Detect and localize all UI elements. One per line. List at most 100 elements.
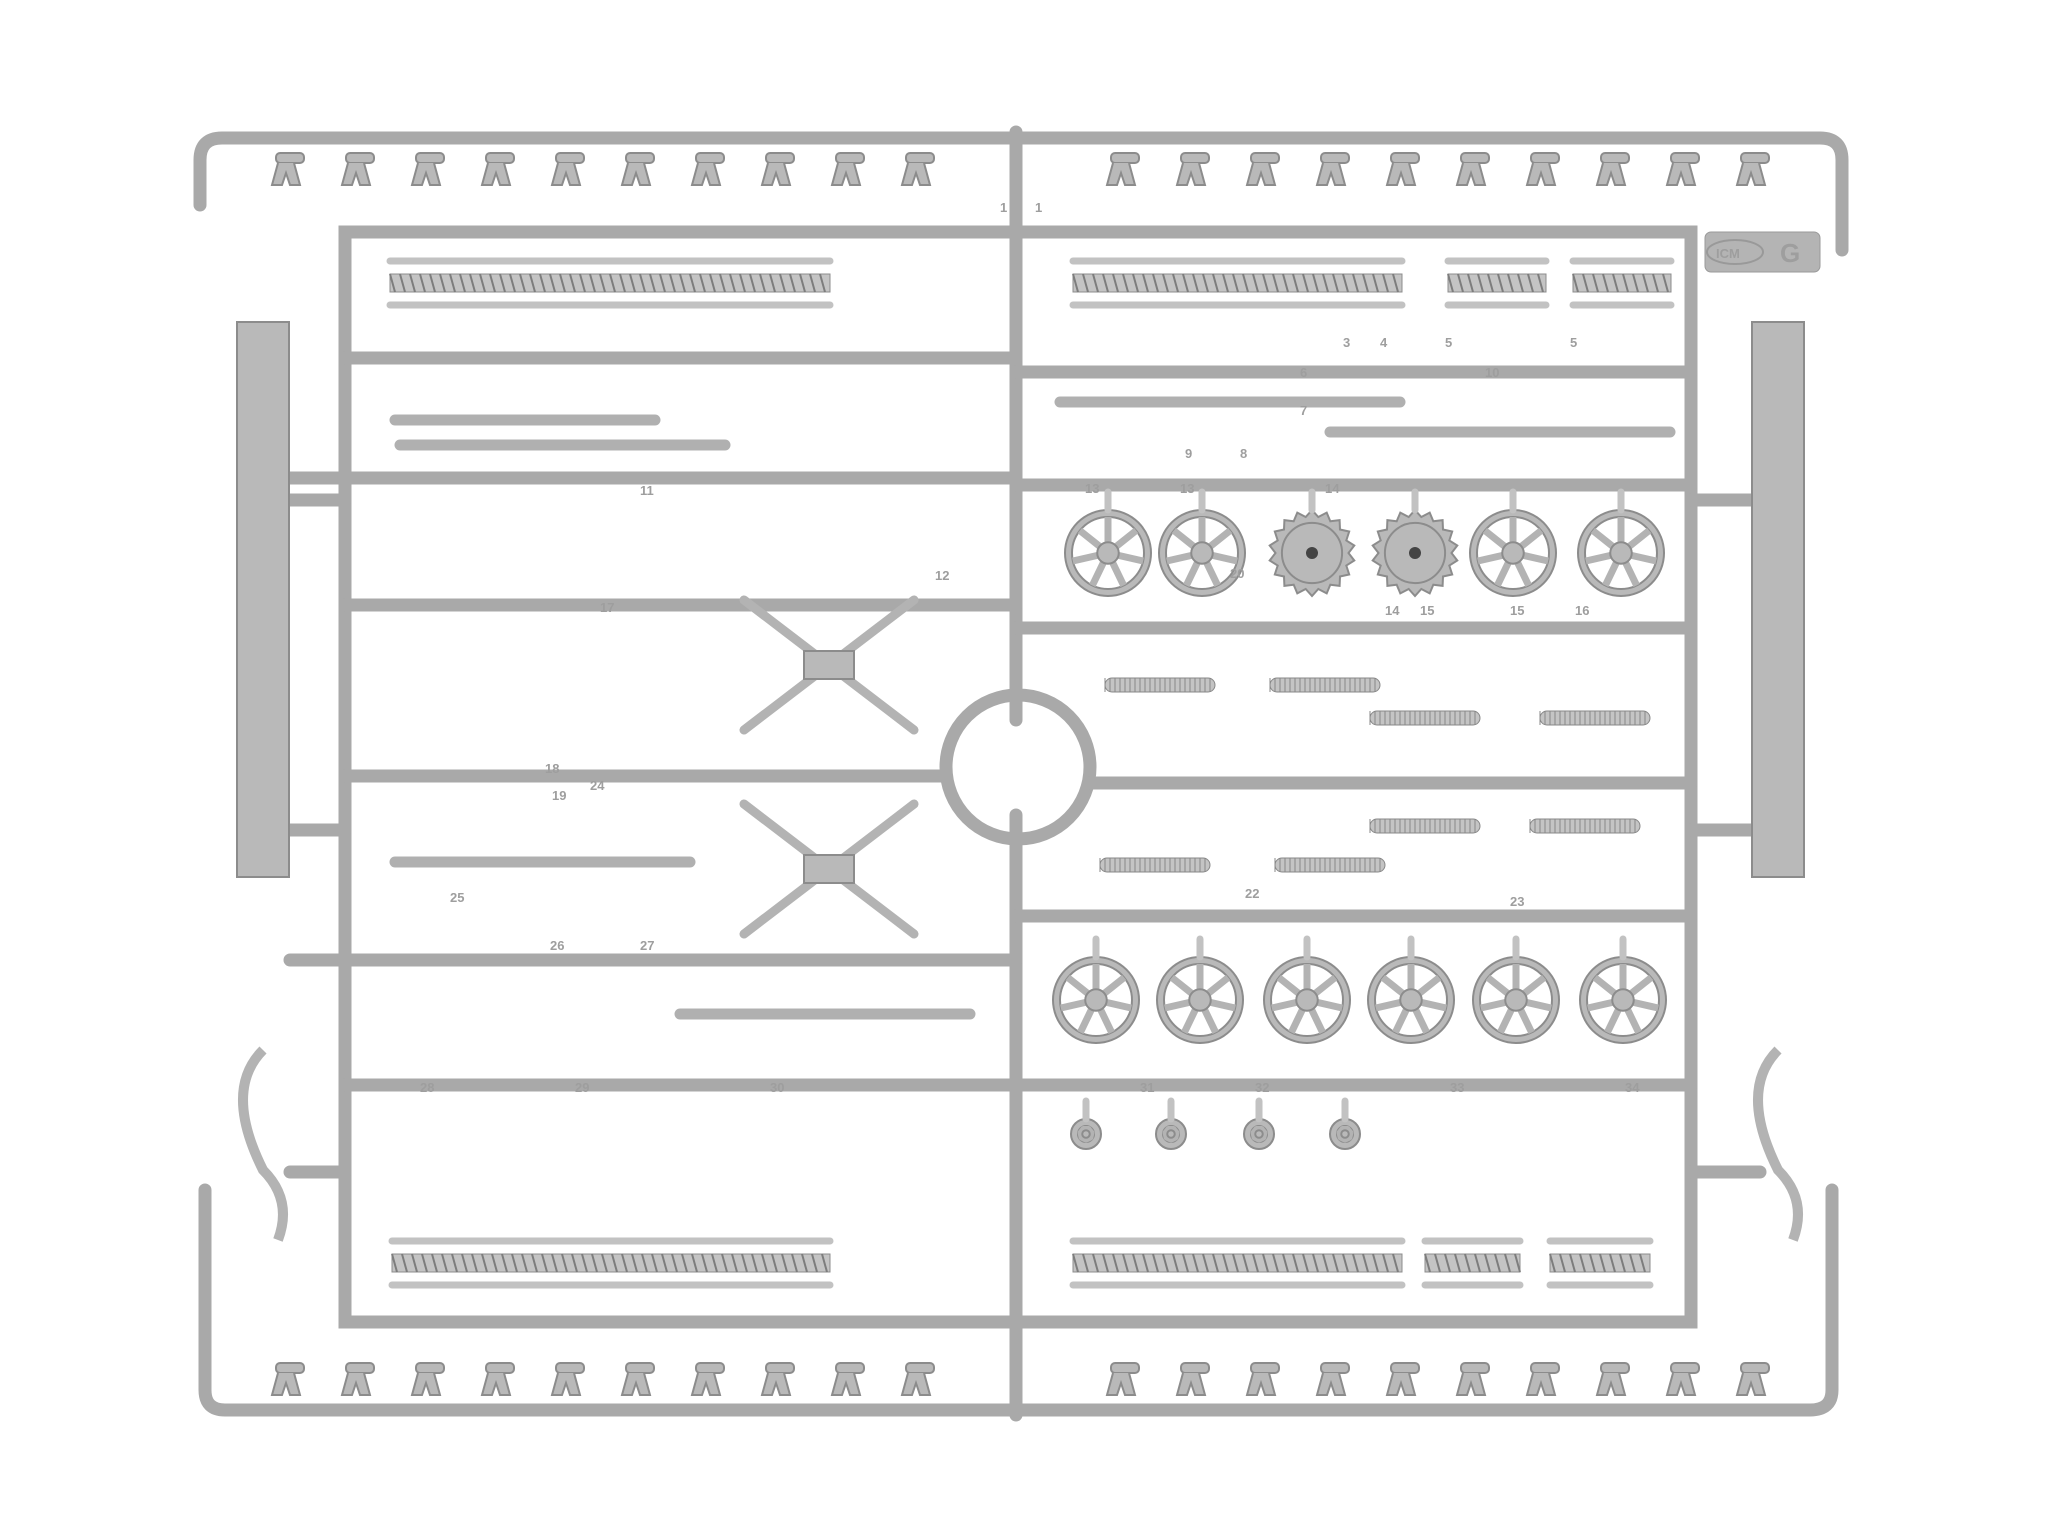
track-guide-part	[1665, 152, 1700, 186]
wheel-hub	[1611, 988, 1635, 1012]
track-link	[739, 273, 746, 293]
guide-bar	[485, 152, 515, 164]
track-link	[459, 273, 466, 293]
road-wheel	[1155, 1097, 1187, 1150]
guide-bar	[1460, 152, 1490, 164]
track-link	[1352, 1253, 1359, 1273]
guide-bar	[905, 152, 935, 164]
track-link	[761, 1253, 768, 1273]
suspension-spring	[1269, 677, 1381, 693]
track-link	[719, 273, 726, 293]
track-link-strip	[1569, 257, 1675, 309]
rail-body	[1751, 321, 1805, 878]
track-link	[449, 273, 456, 293]
track-link	[669, 273, 676, 293]
guide-bar	[1390, 1362, 1420, 1374]
part-number-label: 4	[1380, 335, 1388, 350]
road-wheel	[1052, 935, 1140, 1044]
suspension-spring	[1099, 857, 1211, 873]
road-wheel	[1156, 935, 1244, 1044]
part-number-label: 20	[1230, 566, 1244, 581]
track-link	[1222, 273, 1229, 293]
track-link	[791, 1253, 798, 1273]
track-link	[1454, 1253, 1461, 1273]
track-link	[451, 1253, 458, 1273]
track-link	[681, 1253, 688, 1273]
track-link	[559, 273, 566, 293]
guide-bar	[1180, 152, 1210, 164]
track-guide-part	[1455, 152, 1490, 186]
guide-horn	[1315, 1372, 1347, 1396]
track-link	[529, 273, 536, 293]
part-number-label: 23	[1510, 894, 1524, 909]
track-link	[671, 1253, 678, 1273]
track-guide-part	[1385, 1362, 1420, 1396]
track-link	[471, 1253, 478, 1273]
track-link	[751, 1253, 758, 1273]
track-link	[741, 1253, 748, 1273]
track-link	[409, 273, 416, 293]
track-link	[711, 1253, 718, 1273]
track-guide-part	[830, 152, 865, 186]
guide-horn	[830, 1372, 862, 1396]
track-link	[801, 1253, 808, 1273]
track-link-strip	[1546, 1237, 1654, 1289]
suspension-spring	[1369, 710, 1481, 726]
track-link	[649, 273, 656, 293]
guide-bar	[625, 152, 655, 164]
track-link	[421, 1253, 428, 1273]
track-link	[551, 1253, 558, 1273]
wheel-hub	[1399, 988, 1423, 1012]
guide-bar	[1110, 1362, 1140, 1374]
leaf-spring	[1753, 1046, 1803, 1242]
guide-bar	[1180, 1362, 1210, 1374]
track-guide-part	[270, 152, 305, 186]
track-link	[1132, 1253, 1139, 1273]
track-link	[1322, 1253, 1329, 1273]
track-guide-part	[1525, 152, 1560, 186]
guide-horn	[1175, 1372, 1207, 1396]
part-number-label: 34	[1625, 1080, 1640, 1095]
track-link	[819, 273, 826, 293]
guide-horn	[900, 1372, 932, 1396]
track-link	[629, 273, 636, 293]
part-number-label: 3	[1343, 335, 1350, 350]
track-link	[491, 1253, 498, 1273]
track-link-strip	[1421, 1237, 1524, 1289]
x-frame-part	[739, 799, 919, 939]
x-center	[803, 854, 855, 884]
track-link	[1122, 1253, 1129, 1273]
track-link	[481, 1253, 488, 1273]
guide-bar	[275, 1362, 305, 1374]
part-number-label: 15	[1510, 603, 1524, 618]
guide-bar	[1530, 1362, 1560, 1374]
track-link	[611, 1253, 618, 1273]
track-link	[1082, 273, 1089, 293]
track-link	[389, 273, 396, 293]
track-link	[1392, 1253, 1399, 1273]
wheel-hub	[1504, 988, 1528, 1012]
track-link	[1527, 273, 1534, 293]
guide-horn	[410, 1372, 442, 1396]
part-number-label: 27	[640, 938, 654, 953]
guide-bar	[765, 152, 795, 164]
track-link	[1152, 273, 1159, 293]
track-link	[489, 273, 496, 293]
guide-bar	[1600, 152, 1630, 164]
guide-horn	[830, 162, 862, 186]
track-link	[1652, 273, 1659, 293]
part-number-label: 13	[1180, 481, 1194, 496]
guide-bar	[1530, 152, 1560, 164]
road-wheel	[1329, 1097, 1361, 1150]
track-link	[1112, 273, 1119, 293]
track-link	[1372, 273, 1379, 293]
track-link	[1112, 1253, 1119, 1273]
track-link	[729, 273, 736, 293]
track-link	[659, 273, 666, 293]
track-link	[1262, 273, 1269, 293]
track-link	[1507, 273, 1514, 293]
guide-horn	[1315, 162, 1347, 186]
track-link	[589, 273, 596, 293]
wheel-hub	[1501, 541, 1525, 565]
track-link	[1362, 1253, 1369, 1273]
